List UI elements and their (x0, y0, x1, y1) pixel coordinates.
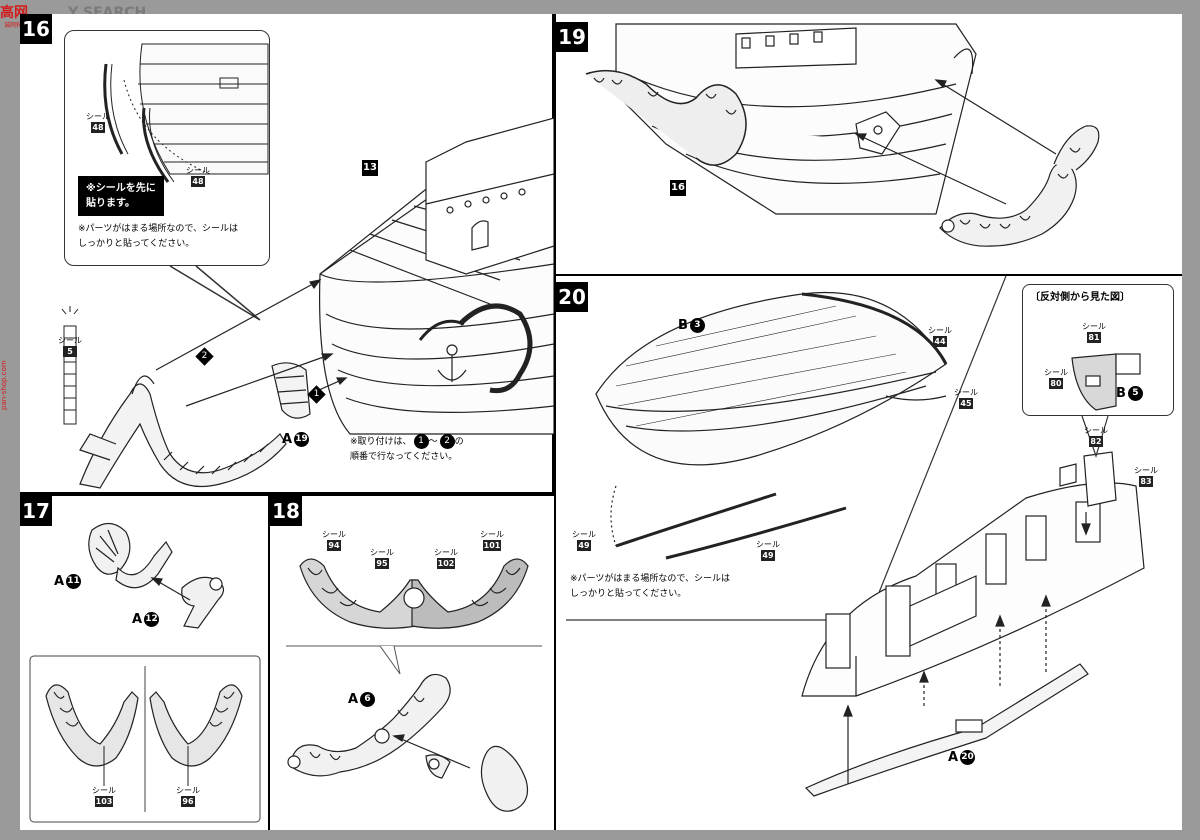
inset-title: 〔反対側から見た図〕 (1030, 292, 1130, 303)
step-16-drawing (61, 43, 555, 489)
step-16-panel: 16 (20, 14, 555, 494)
step-20-sticker-note: ※パーツがはまる場所なので、シールは しっかりと貼ってください。 (570, 574, 731, 599)
watermark-sub-1: 诚网科技 (4, 22, 29, 29)
step-19-panel: 19 (554, 14, 1182, 276)
step-20-panel: 20 (554, 274, 1182, 830)
step-17-panel: 17 (20, 494, 270, 830)
stick-first-warning: ※シールを先に 貼ります。 (78, 176, 164, 216)
step-16-sticker-note: ※パーツがはまる場所なので、シールは しっかりと貼ってください。 (78, 224, 239, 249)
watermark-sub-2: pan-shop.com (0, 360, 8, 410)
ship-part-badge-16: 16 (670, 180, 686, 196)
step-16-number: 16 (20, 14, 52, 44)
step-18-drawing (286, 558, 542, 812)
step-17-drawing (29, 522, 261, 823)
arrow-step-2: 2 (195, 347, 214, 366)
ship-part-badge-13: 13 (362, 160, 378, 176)
arrow-step-1: 1 (307, 385, 326, 404)
step-20-drawing (566, 275, 1145, 797)
step-18-number: 18 (270, 496, 302, 526)
step-19-drawing (585, 23, 1100, 247)
step-20-number: 20 (556, 282, 588, 312)
step-17-number: 17 (20, 496, 52, 526)
step-19-number: 19 (556, 22, 588, 52)
